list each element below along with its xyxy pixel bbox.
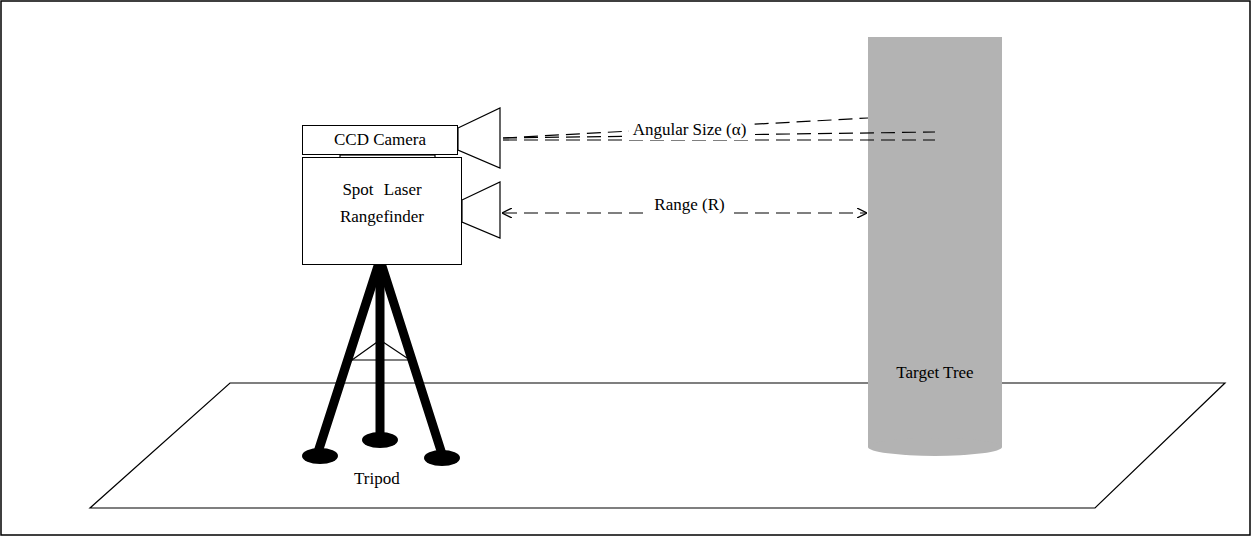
part-label: Tripod bbox=[354, 469, 400, 489]
ground-plane bbox=[90, 383, 1225, 508]
tripod bbox=[302, 266, 460, 466]
tree-trunk bbox=[868, 37, 1002, 447]
rangefinder-box: Spot Laser Rangefinder bbox=[302, 157, 462, 265]
node-text: Target Tree bbox=[874, 362, 996, 383]
camera-lens bbox=[458, 108, 500, 168]
tree-base bbox=[868, 438, 1002, 456]
camera-box: CCD Camera bbox=[302, 125, 458, 155]
edge-label: Range (R) bbox=[650, 195, 728, 215]
rangefinder-lens bbox=[462, 182, 500, 238]
node-text: CCD Camera bbox=[309, 129, 451, 150]
node-text: Spot Laser Rangefinder bbox=[309, 176, 455, 230]
connector bbox=[503, 118, 935, 140]
tree-shape: Target Tree bbox=[868, 37, 1002, 447]
edge-label: Angular Size (α) bbox=[629, 120, 751, 140]
